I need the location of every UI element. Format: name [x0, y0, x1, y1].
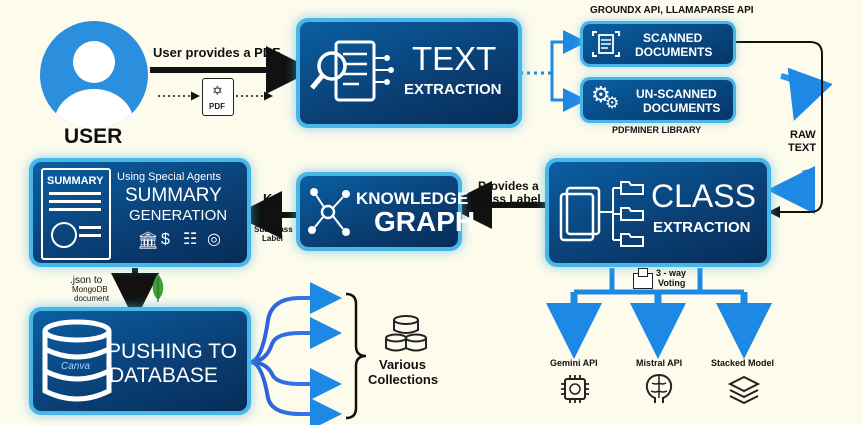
- kg-label: KG: [263, 191, 283, 206]
- fan-arrow-1: [249, 282, 342, 364]
- json-label-3: document: [74, 294, 110, 303]
- pdf-file-icon: ✡ PDF: [202, 78, 234, 116]
- database-line-1: PUSHING TO: [107, 340, 237, 363]
- sub-class-label-1: Sub Class: [254, 225, 293, 234]
- network-graph-icon: [308, 188, 350, 236]
- money-hand-icon: $: [161, 231, 170, 248]
- collections-line-1: Various: [379, 357, 426, 372]
- provides-class-label-1: Provides a: [478, 179, 539, 193]
- model-label-stacked: Stacked Model: [711, 358, 775, 368]
- curly-brace: [345, 292, 367, 420]
- user-label: USER: [64, 125, 123, 148]
- knowledge-graph-line-2: GRAPH: [374, 206, 476, 237]
- scanned-documents-box: SCANNED DOCUMENTS: [583, 24, 733, 64]
- summary-subtitle: GENERATION: [129, 207, 228, 224]
- pdf-icon-label: PDF: [209, 102, 225, 111]
- fan-arrow-2: [249, 317, 342, 364]
- sub-class-label-2: Label: [262, 234, 283, 243]
- raw-text-line: [736, 41, 823, 218]
- database-line-2: DATABASE: [109, 364, 218, 387]
- class-extraction-title: CLASS: [651, 178, 756, 214]
- pdfminer-note: PDFMINER LIBRARY: [612, 125, 702, 135]
- scanned-document-icon: [592, 31, 620, 57]
- summary-generation-box: SUMMARY Using Special Agents SUMMARY GEN…: [33, 162, 247, 263]
- gears-icon: ⚙: [591, 82, 611, 107]
- class-extraction-subtitle: EXTRACTION: [653, 219, 751, 236]
- text-extraction-subtitle: EXTRACTION: [404, 81, 502, 98]
- layers-icon: [727, 375, 761, 405]
- folder-tree-icon: [559, 181, 644, 247]
- json-label-2: MongoDB: [72, 285, 108, 294]
- voting-label-1: 3 - way: [656, 268, 687, 278]
- text-extraction-title: TEXT: [412, 40, 497, 77]
- curve-arrow-top: [780, 67, 833, 121]
- collections-db-icon: [385, 315, 427, 352]
- knowledge-graph-line-1: KNOWLEDGE: [356, 189, 469, 208]
- canva-logo: Canva: [61, 361, 90, 372]
- voting-stem: [609, 268, 703, 292]
- text-extraction-box: TEXT EXTRACTION: [300, 22, 518, 124]
- class-extraction-box: CLASS EXTRACTION: [549, 162, 767, 263]
- scanned-line-2: DOCUMENTS: [635, 45, 713, 59]
- unscanned-line-1: UN-SCANNED: [636, 87, 717, 101]
- user-provides-label: User provides a PDF: [153, 45, 281, 60]
- fan-arrow-4: [249, 360, 342, 425]
- summary-document-icon: SUMMARY: [41, 168, 111, 260]
- model-label-mistral: Mistral API: [636, 358, 683, 368]
- voting-label-2: Voting: [658, 278, 686, 288]
- database-stack-icon: [42, 319, 112, 402]
- arrow-to-unscanned: [550, 73, 587, 112]
- summary-doc-heading: SUMMARY: [47, 175, 104, 187]
- document-search-icon: [310, 40, 394, 102]
- groundx-llamaparse-note: GROUNDX API, LLAMAPARSE API: [590, 5, 754, 16]
- curve-arrow-bottom: [767, 165, 816, 214]
- unscanned-line-2: DOCUMENTS: [643, 101, 721, 115]
- summary-note: Using Special Agents: [117, 171, 221, 183]
- raw-text-label-1: RAW: [790, 129, 816, 141]
- knowledge-graph-box: KNOWLEDGE GRAPH: [300, 176, 475, 247]
- brain-icon: [645, 374, 673, 403]
- arrow-to-scanned: [550, 30, 587, 73]
- receipt-icon: ☷: [183, 231, 198, 248]
- raw-text-label-2: TEXT: [788, 142, 817, 154]
- fingerprint-icon: ◎: [207, 231, 221, 248]
- collections-line-2: Collections: [368, 372, 439, 387]
- provides-class-label-2: Class Label: [474, 192, 541, 206]
- scanned-line-1: SCANNED: [643, 31, 703, 45]
- mongodb-leaf-icon: [152, 274, 164, 302]
- ballot-box-icon: [633, 268, 653, 289]
- model-label-gemini: Gemini API: [550, 358, 598, 368]
- database-box: Canva PUSHING TO DATABASE: [33, 311, 247, 411]
- json-label-1: .json to: [70, 275, 103, 286]
- unscanned-documents-box: ⚙ ⚙ UN-SCANNED DOCUMENTS: [583, 80, 733, 120]
- summary-title: SUMMARY: [125, 185, 222, 206]
- chip-icon: [561, 375, 589, 403]
- user-avatar-icon: [40, 21, 148, 129]
- bank-icon: 🏛: [137, 231, 159, 250]
- fan-arrow-3: [249, 360, 342, 400]
